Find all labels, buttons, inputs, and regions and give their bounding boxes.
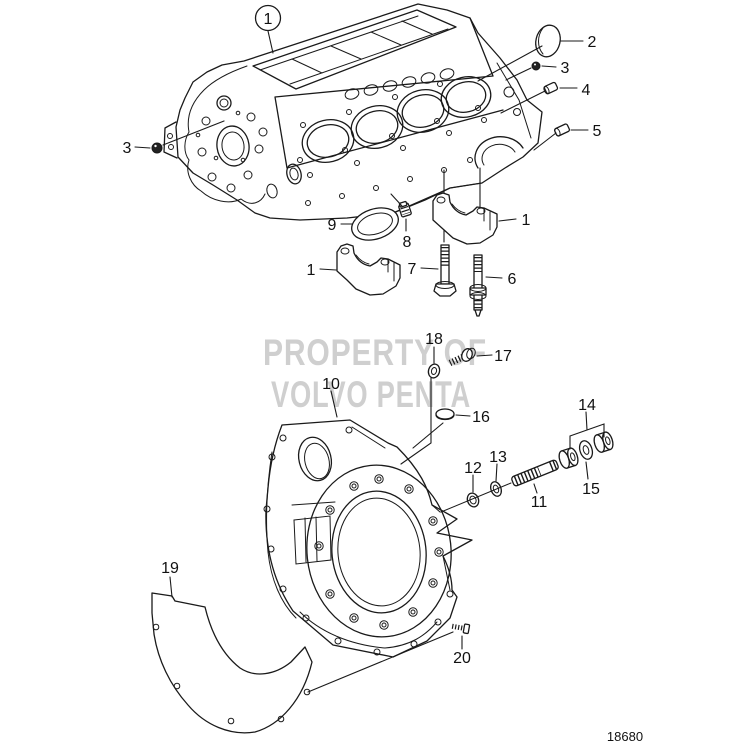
engine-block-drawing <box>163 3 543 221</box>
callout-3-right: 3 <box>561 60 570 77</box>
callout-1-block: 1 <box>264 11 273 28</box>
watermark-line2: VOLVO PENTA <box>271 374 471 415</box>
pin4-drawing <box>543 81 559 95</box>
housing-flange-holes <box>263 426 454 656</box>
callout-4: 4 <box>582 82 591 99</box>
plug3-right-drawing <box>531 61 541 71</box>
flywheel-housing-drawing <box>263 419 473 658</box>
front-face <box>163 65 268 204</box>
bearing-cap-left <box>336 243 401 296</box>
leader-lines <box>134 30 605 693</box>
callout-6: 6 <box>508 271 517 288</box>
assembly-axis-line <box>440 482 512 513</box>
callout-16: 16 <box>472 409 490 426</box>
lifter-bores <box>344 68 455 100</box>
callout-3-left: 3 <box>123 140 132 157</box>
bearing-cap-right <box>432 167 498 245</box>
callout-9: 9 <box>328 217 337 234</box>
callout-1-circle <box>254 4 282 32</box>
callout-11: 11 <box>531 494 548 511</box>
callout-1-cap-right: 1 <box>522 212 531 229</box>
bolt20-drawing <box>451 623 471 635</box>
washer18-drawing <box>427 363 441 379</box>
callout-10: 10 <box>322 376 340 393</box>
callout-12: 12 <box>464 460 482 477</box>
stud6-drawing <box>469 254 487 317</box>
callout-14: 14 <box>578 397 596 414</box>
callout-13: 13 <box>489 449 507 466</box>
plug16-drawing <box>435 408 455 421</box>
callout-1-cap-left: 1 <box>307 262 316 279</box>
callout-8: 8 <box>403 234 412 251</box>
washer12-drawing <box>466 492 480 508</box>
watermark-line1: PROPERTY OF <box>263 332 487 373</box>
callout-labels: 1 2 3 4 5 3 9 8 1 1 7 6 18 17 10 16 12 1… <box>123 4 602 667</box>
cylinder-bores <box>301 76 492 163</box>
callout-7: 7 <box>408 261 417 278</box>
bolt7-drawing <box>433 244 457 297</box>
bolt17-drawing <box>448 347 476 366</box>
callout-19: 19 <box>161 560 179 577</box>
deck-bolt-holes <box>297 81 487 178</box>
plug3-left-drawing <box>151 142 163 154</box>
callout-20: 20 <box>453 650 471 667</box>
housing-bolt-holes <box>314 474 444 630</box>
property-watermark: PROPERTY OF VOLVO PENTA <box>263 332 487 415</box>
callout-17: 17 <box>494 348 512 365</box>
callout-18: 18 <box>425 331 443 348</box>
rear-face <box>474 62 532 169</box>
stud11-drawing <box>511 459 559 487</box>
nut14-right-drawing <box>593 431 614 453</box>
callout-15: 15 <box>582 481 600 498</box>
cover-plate19-drawing <box>151 592 313 734</box>
cup-plug2-drawing <box>535 24 561 58</box>
figure-number: 18680 <box>607 729 643 744</box>
seal9-drawing <box>351 207 399 241</box>
callout-5: 5 <box>593 123 602 140</box>
pin5-drawing <box>553 123 571 137</box>
washer15-drawing <box>578 440 594 460</box>
nut14-left-drawing <box>558 447 579 469</box>
callout-2: 2 <box>588 34 597 51</box>
